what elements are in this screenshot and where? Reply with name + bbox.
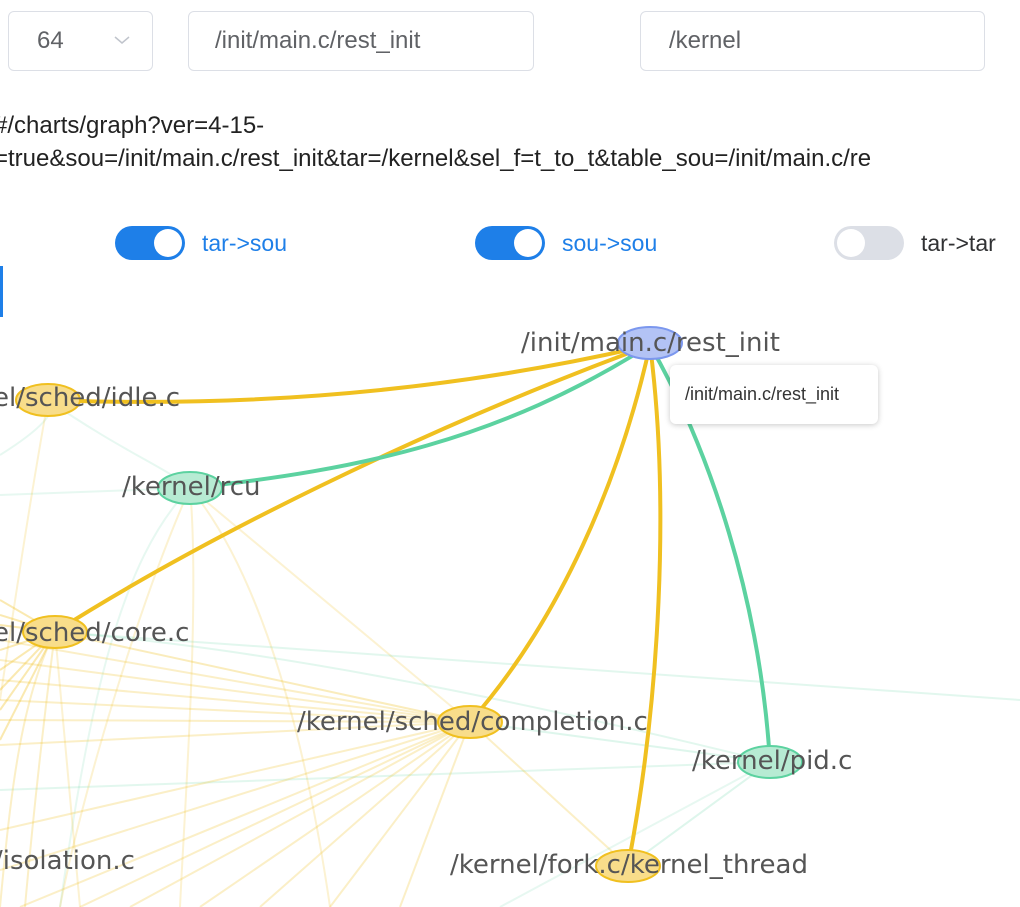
highlighted-edges [47,343,772,867]
node-tooltip: /init/main.c/rest_init [670,365,878,424]
switch-sou-sou[interactable] [475,226,545,260]
source-field[interactable] [188,11,534,71]
toggle-tar-sou-label: tar->sou [202,229,288,256]
toggle-sou-sou[interactable]: sou->sou [475,226,657,260]
toggle-tar-sou[interactable]: tar->sou [115,226,287,260]
url-text-line-2: =true&sou=/init/main.c/rest_init&tar=/ke… [0,145,872,172]
depth-select-value: 64 [37,27,64,54]
node-label-core: el/sched/core.c [0,618,189,648]
source-input[interactable] [215,27,533,55]
node-label-idle: el/sched/idle.c [0,383,180,413]
node-label-pid: /kernel/pid.c [692,746,852,776]
node-isolation[interactable]: /isolation.c [0,846,135,876]
node-rcu[interactable]: /kernel/rcu [122,471,260,505]
url-text-line-1: #/charts/graph?ver=4-15- [0,112,265,139]
tooltip-text: /init/main.c/rest_init [685,384,840,404]
toggle-sou-sou-label: sou->sou [562,229,658,256]
node-label-rest-init: /init/main.c/rest_init [521,328,780,358]
node-completion[interactable]: /kernel/sched/completion.c [297,705,648,739]
toggle-tar-tar-label: tar->tar [921,229,996,256]
node-label-fork: /kernel/fork.c/kernel_thread [450,850,808,880]
switch-knob [514,229,542,257]
target-input[interactable] [669,27,984,55]
edge-rest-init-core [53,343,651,634]
edge-rest-init-idle [47,343,651,404]
node-rest-init[interactable]: /init/main.c/rest_init [521,326,780,360]
switch-knob [837,229,865,257]
node-pid[interactable]: /kernel/pid.c [692,745,852,779]
target-field[interactable] [640,11,985,71]
switch-knob [154,229,182,257]
edge-rest-init-fork [626,344,663,867]
node-fork[interactable]: /kernel/fork.c/kernel_thread [450,849,808,883]
node-core[interactable]: el/sched/core.c [0,615,189,649]
depth-select[interactable]: 64 [8,11,153,71]
active-tab-indicator [0,266,3,317]
node-label-rcu: /kernel/rcu [122,472,260,502]
toggle-tar-tar[interactable]: tar->tar [834,226,996,260]
background-edges [0,399,1020,907]
edge-rest-init-rcu [189,343,652,490]
graph-nodes: /init/main.c/rest_init el/sched/idle.c /… [0,326,852,883]
chevron-down-icon [114,36,130,44]
node-label-isolation: /isolation.c [0,846,135,876]
switch-tar-tar[interactable] [834,226,904,260]
switch-tar-sou[interactable] [115,226,185,260]
call-graph[interactable]: /init/main.c/rest_init el/sched/idle.c /… [0,300,1020,907]
edge-rest-init-completion [468,344,652,724]
node-idle[interactable]: el/sched/idle.c [0,383,180,417]
node-label-completion: /kernel/sched/completion.c [297,707,648,737]
